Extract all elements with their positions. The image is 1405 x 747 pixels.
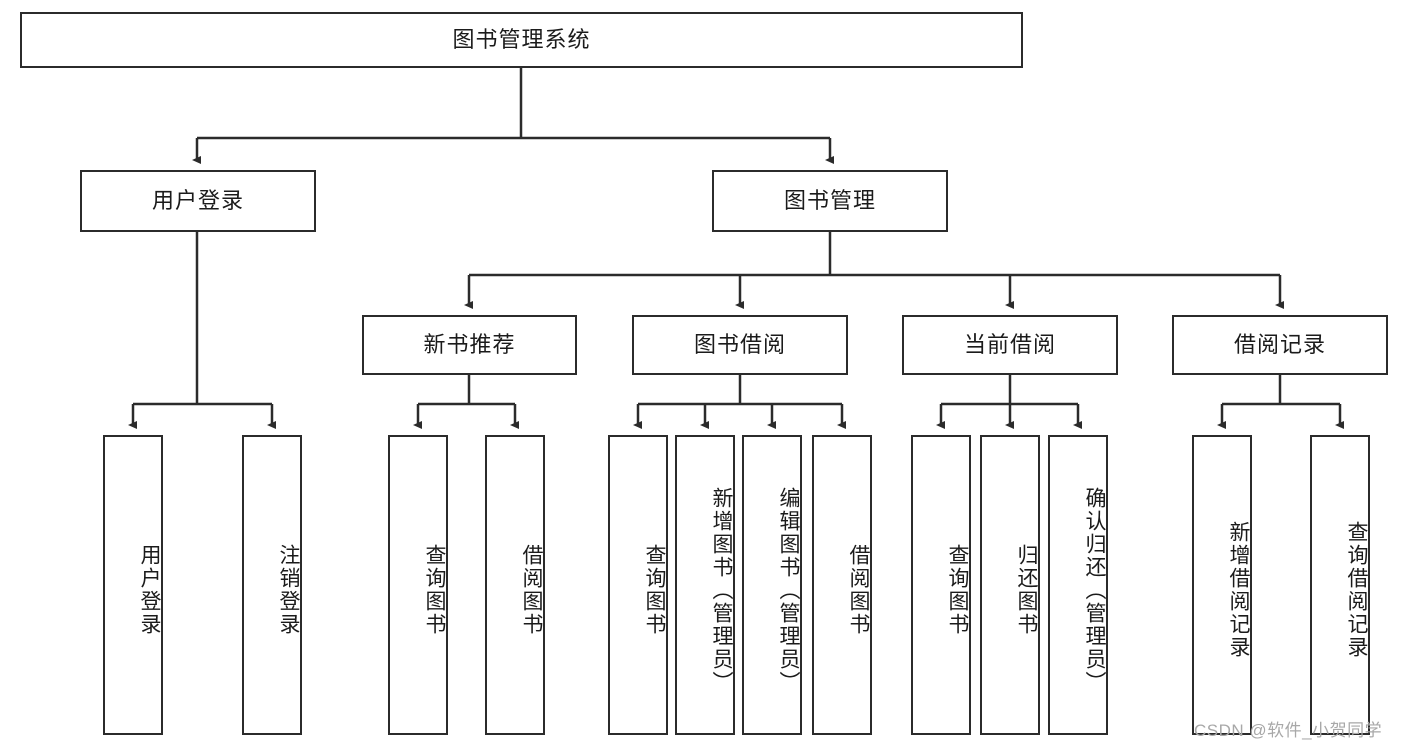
leaf-new-book-borrow[interactable]: 借阅图书: [485, 435, 545, 735]
node-book-management[interactable]: 图书管理: [712, 170, 948, 232]
node-label: 借阅记录: [1233, 331, 1326, 357]
leaf-current-borrow-return[interactable]: 归还图书: [980, 435, 1040, 735]
node-label: 借阅图书: [847, 544, 870, 636]
leaf-borrow-record-add[interactable]: 新增借阅记录: [1192, 435, 1252, 735]
leaf-book-borrow-borrow[interactable]: 借阅图书: [812, 435, 872, 735]
node-label: 注销登录: [277, 544, 300, 636]
leaf-borrow-record-query[interactable]: 查询借阅记录: [1310, 435, 1370, 735]
node-book-borrow[interactable]: 图书借阅: [632, 315, 848, 375]
node-label: 查询图书: [946, 544, 969, 636]
node-label: 查询借阅记录: [1345, 521, 1368, 659]
node-root-system[interactable]: 图书管理系统: [20, 12, 1023, 68]
node-borrow-record[interactable]: 借阅记录: [1172, 315, 1388, 375]
leaf-book-borrow-add[interactable]: 新增图书（管理员）: [675, 435, 735, 735]
node-label: 用户登录: [151, 187, 244, 213]
leaf-new-book-query[interactable]: 查询图书: [388, 435, 448, 735]
leaf-user-login-login[interactable]: 用户登录: [103, 435, 163, 735]
node-label: 借阅图书: [520, 544, 543, 636]
node-label: 新书推荐: [423, 331, 516, 357]
node-label: 归还图书: [1015, 544, 1038, 636]
node-label: 新增图书（管理员）: [710, 486, 733, 694]
leaf-user-login-logout[interactable]: 注销登录: [242, 435, 302, 735]
node-label: 当前借阅: [963, 331, 1056, 357]
node-new-book-recommend[interactable]: 新书推荐: [362, 315, 577, 375]
node-label: 编辑图书（管理员）: [777, 486, 800, 694]
node-user-login[interactable]: 用户登录: [80, 170, 316, 232]
node-label: 新增借阅记录: [1227, 521, 1250, 659]
node-current-borrow[interactable]: 当前借阅: [902, 315, 1118, 375]
leaf-current-borrow-confirm-return[interactable]: 确认归还（管理员）: [1048, 435, 1108, 735]
leaf-current-borrow-query[interactable]: 查询图书: [911, 435, 971, 735]
csdn-watermark: CSDN @软件_小贺同学: [1194, 721, 1383, 740]
node-label: 图书管理: [783, 187, 876, 213]
node-label: 确认归还（管理员）: [1083, 486, 1106, 694]
node-label: 图书借阅: [693, 331, 786, 357]
node-label: 查询图书: [643, 544, 666, 636]
leaf-book-borrow-query[interactable]: 查询图书: [608, 435, 668, 735]
leaf-book-borrow-edit[interactable]: 编辑图书（管理员）: [742, 435, 802, 735]
node-label: 用户登录: [138, 544, 161, 636]
node-label: 图书管理系统: [452, 26, 591, 52]
node-label: 查询图书: [423, 544, 446, 636]
